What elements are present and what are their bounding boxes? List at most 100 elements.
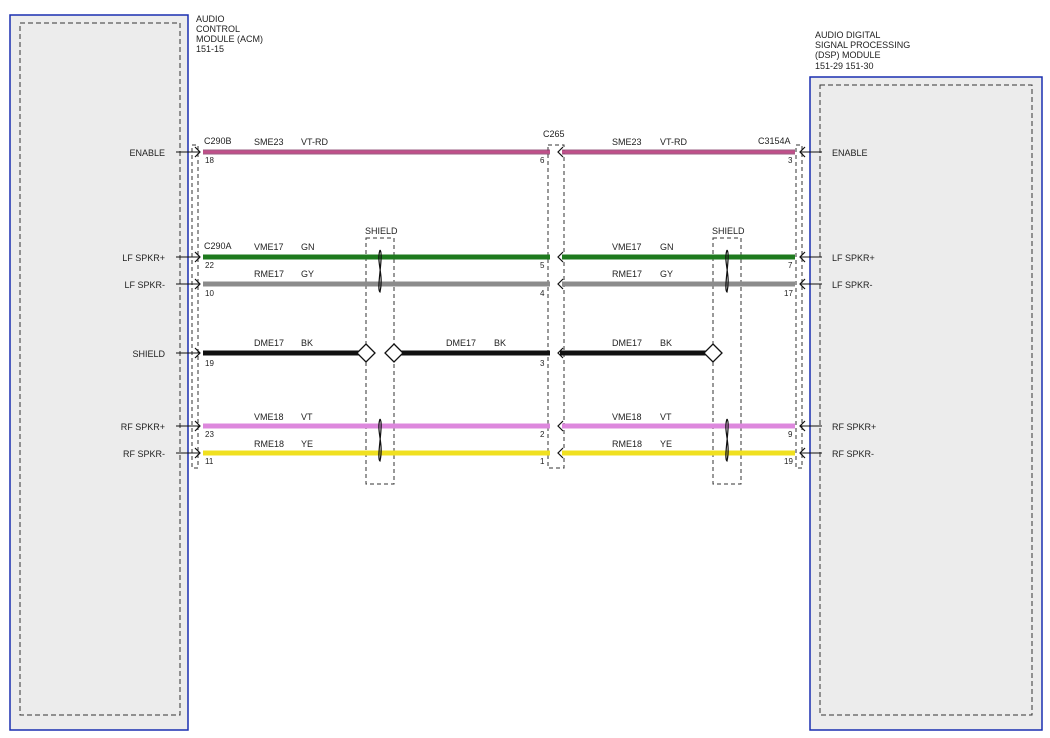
dsp-signal-enable: ENABLE: [832, 148, 868, 158]
shield-drain-diamonds: [356, 343, 723, 363]
twist-marker-left-lf: [378, 249, 382, 293]
wire-1-right-circuit: VME17: [612, 242, 642, 252]
drain-diamond-left-a: [356, 343, 376, 363]
wire-2-left-circuit: RME17: [254, 269, 284, 279]
wire-0-right-color: VT-RD: [660, 137, 688, 147]
connector-label-c290b: C290B: [204, 136, 232, 146]
shield-label-left: SHIELD: [365, 226, 398, 236]
wire-3-left-color: BK: [301, 338, 313, 348]
acm-module-block: [9, 14, 189, 731]
dsp-pin-5: 19: [784, 457, 793, 466]
c265-connector-outline: [547, 144, 565, 469]
acm-signal-enable: ENABLE: [129, 148, 165, 158]
c265-pin-4: 2: [540, 430, 545, 439]
svg-text:151-29 151-30: 151-29 151-30: [815, 61, 874, 71]
c3154a-connector-outline: [795, 144, 803, 469]
acm-module-inner-outline: [19, 22, 181, 716]
acm-signal-rf-spkr-neg: RF SPKR-: [123, 449, 165, 459]
acm-pin-3: 19: [205, 359, 214, 368]
wire-5-left-circuit: RME18: [254, 439, 284, 449]
dsp-pin-2: 17: [784, 289, 793, 298]
circuit-labels: SME23 VT-RD SME23 VT-RD VME17 GN VME17 G…: [254, 137, 688, 449]
dsp-module-block: [809, 76, 1043, 731]
dsp-signal-names: ENABLE LF SPKR+ LF SPKR- RF SPKR+ RF SPK…: [832, 148, 876, 459]
acm-arrow-5: [194, 447, 201, 459]
acm-module-title: AUDIO CONTROL MODULE (ACM) 151-15: [196, 14, 263, 54]
dsp-arrow-4: [799, 420, 806, 432]
acm-arrow-4: [194, 420, 201, 432]
acm-pin-0: 18: [205, 156, 214, 165]
pin-numbers: 18 22 10 19 23 11 6 5 4 3 2 1 3 7 17 9 1…: [205, 156, 793, 466]
wire-3-mid-color: BK: [494, 338, 506, 348]
wire-5-right-color: YE: [660, 439, 672, 449]
acm-arrow-0: [194, 146, 201, 158]
dsp-pin-0: 3: [788, 156, 793, 165]
twist-marker-right-lf: [725, 249, 729, 293]
acm-arrow-1: [194, 251, 201, 263]
wire-2-right-circuit: RME17: [612, 269, 642, 279]
c265-pin-0: 6: [540, 156, 545, 165]
acm-signal-shield: SHIELD: [132, 349, 165, 359]
c265-arrow-4: [557, 420, 564, 432]
acm-pin-5: 11: [205, 457, 214, 466]
dsp-signal-rf-spkr-pos: RF SPKR+: [832, 422, 876, 432]
c265-arrow-1: [557, 251, 564, 263]
wire-1-left-circuit: VME17: [254, 242, 284, 252]
svg-text:(DSP) MODULE: (DSP) MODULE: [815, 50, 881, 60]
connector-label-c265: C265: [543, 129, 565, 139]
acm-pin-1: 22: [205, 261, 214, 270]
pin-arrows: [176, 146, 822, 459]
c265-pin-2: 4: [540, 289, 545, 298]
dsp-pin-4: 9: [788, 430, 793, 439]
c265-arrow-0: [557, 146, 564, 158]
dsp-arrow-2: [799, 278, 806, 290]
dsp-signal-lf-spkr-neg: LF SPKR-: [832, 280, 873, 290]
c265-arrow-2: [557, 278, 564, 290]
acm-pin-2: 10: [205, 289, 214, 298]
dsp-module-inner-outline: [819, 84, 1033, 716]
c290-connector-outline: [191, 144, 199, 469]
wire-4-left-circuit: VME18: [254, 412, 284, 422]
svg-text:SIGNAL PROCESSING: SIGNAL PROCESSING: [815, 40, 910, 50]
c265-arrow-3: [557, 347, 564, 359]
wire-4-right-color: VT: [660, 412, 672, 422]
connector-label-c3154a: C3154A: [758, 136, 791, 146]
connector-label-c290a: C290A: [204, 241, 232, 251]
dsp-signal-lf-spkr-pos: LF SPKR+: [832, 253, 875, 263]
c265-pin-1: 5: [540, 261, 545, 270]
wire-4-right-circuit: VME18: [612, 412, 642, 422]
wire-0-left-circuit: SME23: [254, 137, 284, 147]
svg-text:CONTROL: CONTROL: [196, 24, 240, 34]
svg-text:AUDIO DIGITAL: AUDIO DIGITAL: [815, 30, 880, 40]
shield-box-right: [712, 237, 742, 485]
wire-1-left-color: GN: [301, 242, 315, 252]
acm-arrow-3: [194, 347, 201, 359]
wire-0-left-color: VT-RD: [301, 137, 329, 147]
wire-5-right-circuit: RME18: [612, 439, 642, 449]
wire-0-right-circuit: SME23: [612, 137, 642, 147]
twist-markers: [378, 249, 729, 462]
svg-text:MODULE (ACM): MODULE (ACM): [196, 34, 263, 44]
c265-pin-5: 1: [540, 457, 545, 466]
acm-signal-lf-spkr-neg: LF SPKR-: [124, 280, 165, 290]
acm-signal-rf-spkr-pos: RF SPKR+: [121, 422, 165, 432]
wire-4-left-color: VT: [301, 412, 313, 422]
dsp-arrow-0: [799, 146, 806, 158]
c265-arrow-5: [557, 447, 564, 459]
acm-signal-names: ENABLE LF SPKR+ LF SPKR- SHIELD RF SPKR+…: [121, 148, 166, 459]
shield-label-right: SHIELD: [712, 226, 745, 236]
wire-3-mid-circuit: DME17: [446, 338, 476, 348]
dsp-module-title: AUDIO DIGITAL SIGNAL PROCESSING (DSP) MO…: [815, 30, 910, 71]
wire-3-right-color: BK: [660, 338, 672, 348]
dsp-signal-rf-spkr-neg: RF SPKR-: [832, 449, 874, 459]
wire-2-left-color: GY: [301, 269, 314, 279]
acm-pin-4: 23: [205, 430, 214, 439]
wire-5-left-color: YE: [301, 439, 313, 449]
dsp-arrow-1: [799, 251, 806, 263]
drain-diamond-right: [703, 343, 723, 363]
wire-2-right-color: GY: [660, 269, 673, 279]
wire-3-right-circuit: DME17: [612, 338, 642, 348]
svg-text:151-15: 151-15: [196, 44, 224, 54]
wire-3-left-circuit: DME17: [254, 338, 284, 348]
